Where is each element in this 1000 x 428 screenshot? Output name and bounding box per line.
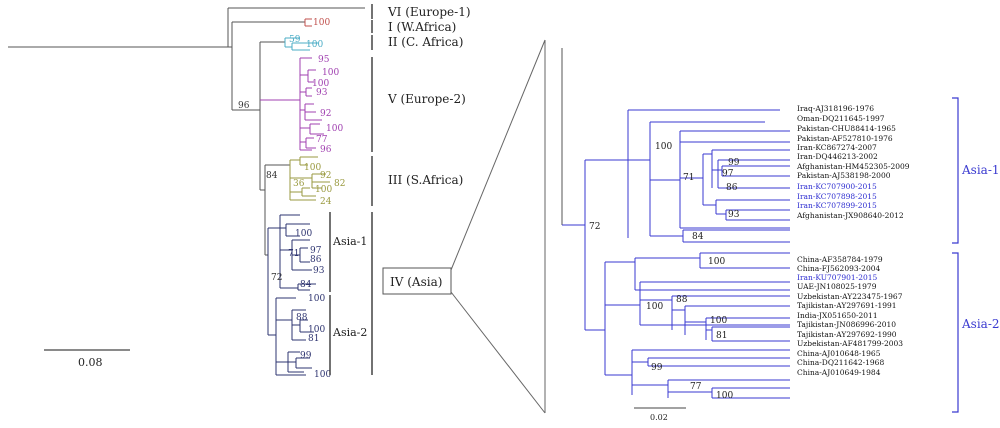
- bootstrap-label: 100: [314, 370, 331, 380]
- bootstrap-label: 93: [728, 210, 740, 220]
- bootstrap-label: 100: [708, 257, 725, 267]
- bootstrap-label: 97: [310, 246, 322, 256]
- clade-label-ii: II (C. Africa): [388, 35, 463, 49]
- leaf-label: Afghanistan-HM452305-2009: [796, 162, 910, 171]
- bootstrap-label: 81: [716, 331, 727, 341]
- left-tree: [8, 7, 365, 376]
- bootstrap-label: 72: [589, 222, 600, 232]
- leaf-label: China-AJ010649-1984: [797, 368, 881, 377]
- bootstrap-label: 92: [320, 109, 331, 119]
- left-scale-bar: 0.08: [44, 349, 130, 369]
- leaf-label: Oman-DQ211645-1997: [797, 114, 885, 123]
- bootstrap-label: 82: [334, 179, 345, 189]
- group-label-asia1: Asia-1: [961, 163, 1000, 177]
- bootstrap-label: 100: [312, 79, 329, 89]
- bootstrap-label: 86: [310, 255, 322, 265]
- bootstrap-label: 72: [271, 273, 282, 283]
- bootstrap-label: 100: [304, 163, 321, 173]
- group-label-asia2: Asia-2: [961, 317, 1000, 331]
- bootstrap-label: 84: [266, 171, 278, 181]
- leaf-label: Uzbekistan-AF481799-2003: [797, 339, 903, 348]
- leaf-label: UAE-JN108025-1979: [797, 282, 877, 291]
- leaf-label: Pakistan-CHU88414-1965: [797, 124, 896, 133]
- right-leaf-labels: Iraq-AJ318196-1976Oman-DQ211645-1997Paki…: [796, 104, 910, 377]
- bootstrap-label: 97: [722, 169, 734, 179]
- bootstrap-label: 95: [318, 55, 330, 65]
- leaf-label: Iraq-AJ318196-1976: [797, 104, 874, 113]
- zoom-connector: [450, 39, 546, 414]
- bootstrap-label: 36: [293, 179, 305, 189]
- clade-label-i: I (W.Africa): [388, 20, 456, 34]
- bootstrap-label: 77: [316, 135, 328, 145]
- leaf-label: Pakistan-AF527810-1976: [797, 134, 893, 143]
- leaf-label: Uzbekistan-AY223475-1967: [797, 292, 903, 301]
- bootstrap-label: 84: [300, 280, 312, 290]
- left-bootstrap-labels: 100 59 100 96 95 100 100 93 92 100 77 96…: [238, 18, 345, 380]
- bootstrap-label: 100: [326, 124, 343, 134]
- right-scale-label: 0.02: [650, 413, 668, 422]
- leaf-label: Iran-KC707900-2015: [797, 182, 877, 191]
- leaf-label: China-DQ211642-1968: [797, 358, 884, 367]
- leaf-label: Iran-KC707899-2015: [797, 201, 877, 210]
- left-clade-labels: VI (Europe-1) I (W.Africa) II (C. Africa…: [332, 5, 471, 339]
- clade-label-vi: VI (Europe-1): [387, 5, 471, 19]
- bootstrap-label: 99: [728, 158, 740, 168]
- bootstrap-label: 77: [690, 382, 702, 392]
- bootstrap-label: 96: [320, 145, 332, 155]
- left-scale-label: 0.08: [78, 356, 103, 369]
- bootstrap-label: 100: [646, 302, 663, 312]
- leaf-label: Tajikistan-AY297692-1990: [797, 330, 897, 339]
- bootstrap-label: 100: [655, 142, 672, 152]
- bootstrap-label: 100: [295, 229, 312, 239]
- subclade-label-asia1: Asia-1: [332, 235, 367, 248]
- bootstrap-label: 100: [306, 40, 323, 50]
- leaf-label: Tajikistan-AY297691-1991: [797, 301, 897, 310]
- bootstrap-label: 24: [320, 197, 332, 207]
- bootstrap-label: 86: [726, 183, 738, 193]
- bootstrap-label: 71: [288, 249, 299, 259]
- bootstrap-label: 100: [322, 68, 339, 78]
- leaf-label: Pakistan-AJ538198-2000: [797, 171, 891, 180]
- leaf-label: India-JX051650-2011: [797, 311, 878, 320]
- leaf-label: Tajikistan-JN086996-2010: [797, 320, 896, 329]
- left-clade-bars: [329, 4, 373, 375]
- subclade-label-asia2: Asia-2: [332, 326, 367, 339]
- bootstrap-label: 88: [296, 313, 308, 323]
- bootstrap-label: 100: [313, 18, 330, 28]
- bootstrap-label: 100: [308, 294, 325, 304]
- leaf-label: Iran-KC707898-2015: [797, 192, 877, 201]
- leaf-label: Iran-KC867274-2007: [797, 143, 877, 152]
- bootstrap-label: 84: [692, 232, 704, 242]
- clade-label-iii: III (S.Africa): [388, 173, 463, 187]
- right-scale-bar: 0.02: [634, 407, 686, 422]
- leaf-label: Iran-DQ446213-2002: [797, 152, 878, 161]
- bootstrap-label: 96: [238, 101, 250, 111]
- bootstrap-label: 100: [315, 185, 332, 195]
- right-tree: [561, 48, 790, 399]
- bootstrap-label: 59: [289, 35, 301, 45]
- bootstrap-label: 81: [308, 334, 319, 344]
- bootstrap-label: 92: [320, 171, 331, 181]
- clade-box-iv: [382, 267, 452, 295]
- leaf-label: China-AF358784-1979: [797, 255, 883, 264]
- clade-label-v: V (Europe-2): [387, 92, 466, 106]
- clade-label-iv: IV (Asia): [390, 275, 442, 289]
- leaf-label: Iran-KU707901-2015: [797, 273, 878, 282]
- bootstrap-label: 100: [308, 325, 325, 335]
- bootstrap-label: 71: [683, 173, 694, 183]
- bootstrap-label: 93: [313, 266, 325, 276]
- right-bootstrap-labels: 100 71 99 97 86 93 84 72 100 88 100 100 …: [589, 142, 740, 401]
- bootstrap-label: 99: [651, 363, 663, 373]
- right-group-brackets: [952, 97, 959, 413]
- leaf-label: China-FJ562093-2004: [797, 264, 880, 273]
- bootstrap-label: 99: [300, 351, 312, 361]
- leaf-label: Afghanistan-JX908640-2012: [796, 211, 904, 220]
- bootstrap-label: 100: [710, 316, 727, 326]
- bootstrap-label: 88: [676, 295, 688, 305]
- bootstrap-label: 93: [316, 88, 328, 98]
- leaf-label: China-AJ010648-1965: [797, 349, 881, 358]
- bootstrap-label: 100: [716, 391, 733, 401]
